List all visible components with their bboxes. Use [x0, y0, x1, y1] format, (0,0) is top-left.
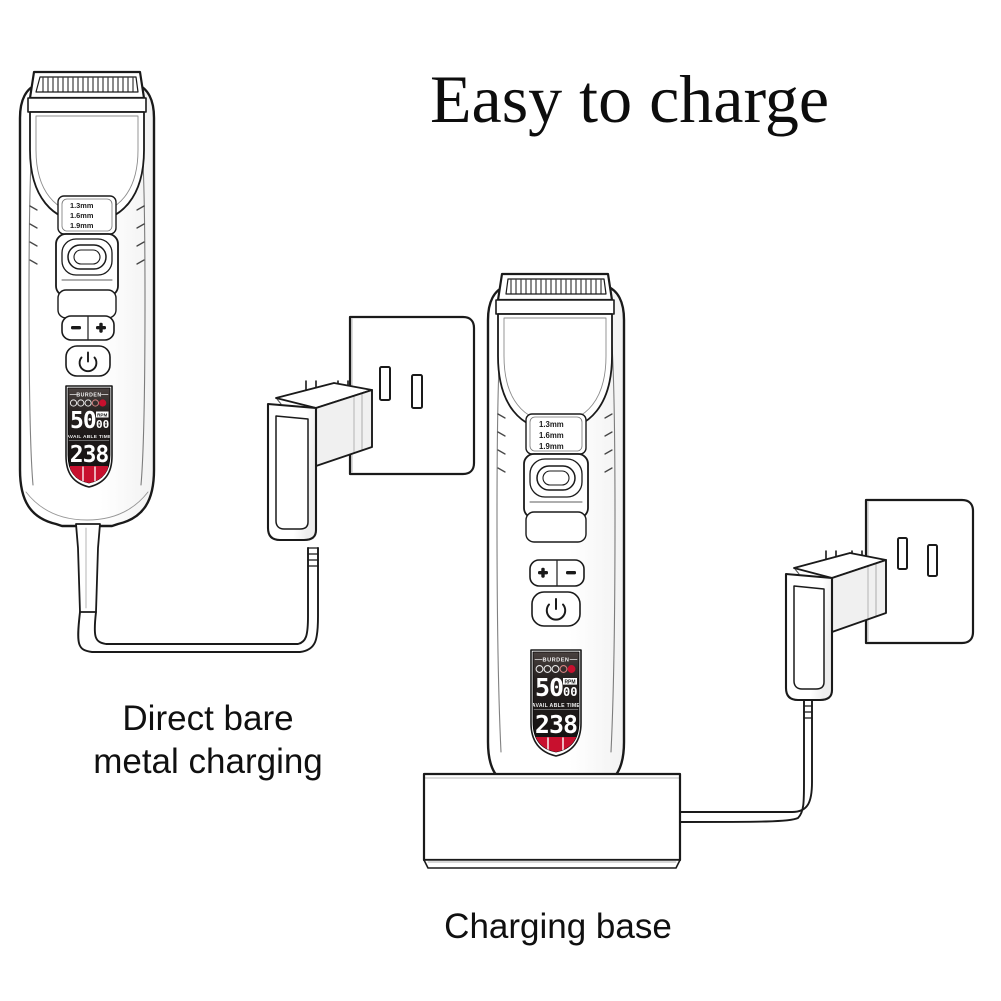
guard-length-plate [57, 195, 117, 235]
caption-line-1: Direct bare [122, 699, 294, 738]
charging-base [422, 772, 682, 869]
outlet-slot [927, 544, 938, 577]
speed-buttons[interactable] [61, 315, 115, 341]
outlet-slot [411, 374, 423, 409]
lcd-rpm-decimal: 00 [96, 418, 109, 431]
guard-mark: 1.3mm [70, 201, 94, 210]
left-clipper: BURDEN 50 [18, 70, 156, 528]
lcd-burden-label: BURDEN [76, 393, 101, 399]
speed-buttons[interactable] [529, 559, 585, 587]
caption-direct-charging: Direct bare metal charging [38, 697, 378, 783]
caption-line-2: metal charging [93, 742, 323, 781]
plus-icon [96, 322, 106, 333]
right-clipper: BURDEN 50 RPM 00 [486, 272, 626, 790]
lcd-battery-bar [534, 737, 578, 752]
guard-mark: 1.6mm [70, 211, 94, 220]
outlet-slot [379, 366, 391, 401]
power-adapter-left [266, 380, 373, 542]
lcd-time-value: 238 [70, 442, 109, 468]
outlet-slot [897, 537, 908, 570]
guard-mark: 1.9mm [70, 221, 94, 230]
lcd-time-value: 238 [535, 710, 577, 739]
plus-icon [538, 567, 548, 578]
page-title: Easy to charge [430, 61, 830, 137]
blade-length-slider[interactable] [55, 233, 119, 297]
lcd-rpm-value: 50 [535, 673, 563, 702]
lcd-burden-dots [535, 665, 576, 673]
lcd-time-label: AVAIL ABLE TIME [66, 434, 112, 440]
lcd-rpm-unit: RPM [564, 679, 575, 685]
guard-mark: 1.6mm [539, 431, 564, 440]
lcd-burden-label: BURDEN [543, 658, 570, 664]
minus-icon [71, 326, 81, 330]
power-icon [78, 351, 98, 373]
lcd-rpm-value: 50 [70, 408, 96, 434]
guard-mark: 1.9mm [539, 442, 564, 451]
lcd-rpm-decimal: 00 [563, 685, 577, 699]
clipper-blade-head [27, 70, 147, 223]
caption-charging-base: Charging base [444, 907, 672, 946]
power-button[interactable] [65, 345, 111, 377]
power-icon [545, 598, 567, 621]
clipper-blade-head [495, 272, 615, 431]
guard-mark: 1.3mm [539, 420, 564, 429]
power-button[interactable] [531, 591, 581, 627]
blade-length-slider[interactable] [523, 453, 589, 519]
charging-cable-right [679, 699, 813, 823]
lcd-burden-dots [69, 399, 107, 407]
wall-outlet-right [864, 498, 975, 645]
lcd-display: BURDEN 50 [65, 385, 113, 488]
lcd-display: BURDEN 50 RPM 00 [530, 649, 582, 757]
minus-icon [566, 571, 576, 575]
guard-marks-right: 1.3mm 1.6mm 1.9mm [539, 420, 564, 451]
wall-outlet-left [348, 315, 476, 476]
lcd-rpm-unit: RPM [97, 412, 107, 417]
power-adapter-right [784, 550, 887, 702]
grip-notches [497, 413, 613, 473]
grip-notches [29, 205, 145, 265]
lcd-time-label: AVAIL ABLE TIME [532, 703, 581, 709]
guard-marks-left: 1.3mm 1.6mm 1.9mm [70, 201, 94, 230]
guard-length-plate [525, 413, 587, 455]
charging-cable-left [75, 523, 319, 653]
